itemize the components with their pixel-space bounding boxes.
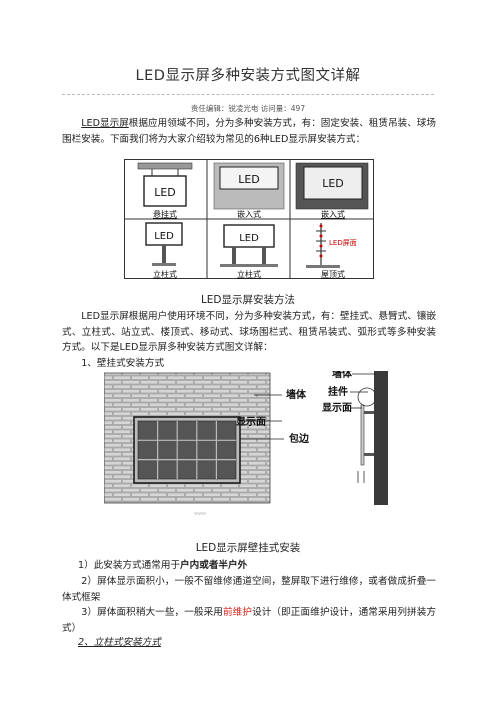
intro-paragraph: LED显示屏根据应用领域不同，分为多种安装方式，有：固定安装、租赁吊装、球场围栏… [62, 116, 436, 147]
led-label: LED [239, 233, 259, 244]
caption-hanging: 悬挂式 [153, 209, 177, 219]
single-pole-illustration: LED [145, 222, 183, 266]
article-meta: 责任编辑：锐凌光电 访问量：497 [190, 104, 306, 113]
wall-mount-figure: 墙体 显示面 包边 墙体 挂件 显示面 www [104, 371, 388, 517]
point-2: 2）屏体显示面积小，一般不留维修通道空间，整屏取下进行维修，或者做成折叠一体式框… [62, 576, 436, 603]
wall-side-view [357, 371, 388, 505]
embedded-mount-illustration: LED [213, 162, 285, 210]
label-wall-left: 墙体 [286, 388, 307, 401]
caption-pole-2: 立柱式 [237, 269, 261, 279]
embedded-wall-illustration: LED [295, 162, 369, 210]
item-pole-mount-text: 2、立柱式安装方式 [78, 637, 161, 648]
point-1-prefix: 1）此安装方式通常用于 [78, 560, 181, 571]
intro-text: 根据应用领域不同，分为多种安装方式，有：固定安装、租赁吊装、球场围栏安装。下面我… [62, 118, 437, 145]
figure1-captions: 悬挂式 嵌入式 嵌入式 立柱式 立柱式 屋顶式 [153, 209, 345, 279]
led-display-link[interactable]: LED显示屏 [81, 118, 129, 129]
point-3-prefix: 3）屏体面积稍大一些，一般采用 [81, 607, 223, 618]
item-pole-mount: 2、立柱式安装方式 [62, 635, 442, 651]
point-1-bold: 户内或者半户外 [180, 560, 248, 571]
page-title: LED显示屏多种安装方式图文详解 [135, 68, 361, 84]
led-label: LED [322, 177, 344, 190]
led-label: LED [238, 173, 260, 186]
led-label: LED [154, 186, 176, 199]
watermark: www [194, 511, 206, 517]
label-wall-right: 墙体 [332, 371, 353, 380]
point-3: 3）屏体面积稍大一些，一般采用前维护设计（即正面维护设计，通常采用列拼装方式） [62, 605, 436, 636]
section-heading-install-methods: LED显示屏安装方法 [200, 294, 296, 306]
rooftop-mount-illustration: LED屏面 [306, 223, 357, 268]
methods-paragraph: LED显示屏根据用户使用环境不同，分为多种安装方式，有：壁挂式、悬臂式、镶嵌式、… [62, 311, 436, 353]
title-divider [62, 94, 434, 95]
label-edge: 包边 [289, 432, 310, 445]
label-screen-face-right: 显示面 [322, 402, 352, 414]
led-screen-panel [133, 416, 241, 484]
label-hanger: 挂件 [328, 385, 348, 398]
hanging-mount-illustration: LED [137, 162, 193, 207]
install-types-figure: LED LED LED LED LED LED屏面 [124, 159, 374, 279]
point-3-highlight: 前维护 [223, 607, 253, 618]
caption-rooftop: 屋顶式 [321, 269, 345, 279]
caption-embedded-2: 嵌入式 [321, 209, 345, 219]
led-label: LED [154, 231, 174, 242]
point-1: 1）此安装方式通常用于户内或者半户外 [62, 558, 442, 574]
screen-face-label: LED屏面 [329, 239, 357, 247]
label-screen-face-left: 显示面 [236, 416, 266, 428]
section-heading-wall-mount: LED显示屏壁挂式安装 [195, 542, 301, 554]
caption-pole-1: 立柱式 [153, 269, 177, 279]
double-pole-illustration: LED [220, 224, 278, 267]
caption-embedded-1: 嵌入式 [237, 209, 261, 219]
point-3-suffix: 设计（即正面维护设计，通常采用列拼装方式） [62, 607, 437, 634]
item-wall-mount: 1、壁挂式安装方式 [81, 358, 165, 369]
